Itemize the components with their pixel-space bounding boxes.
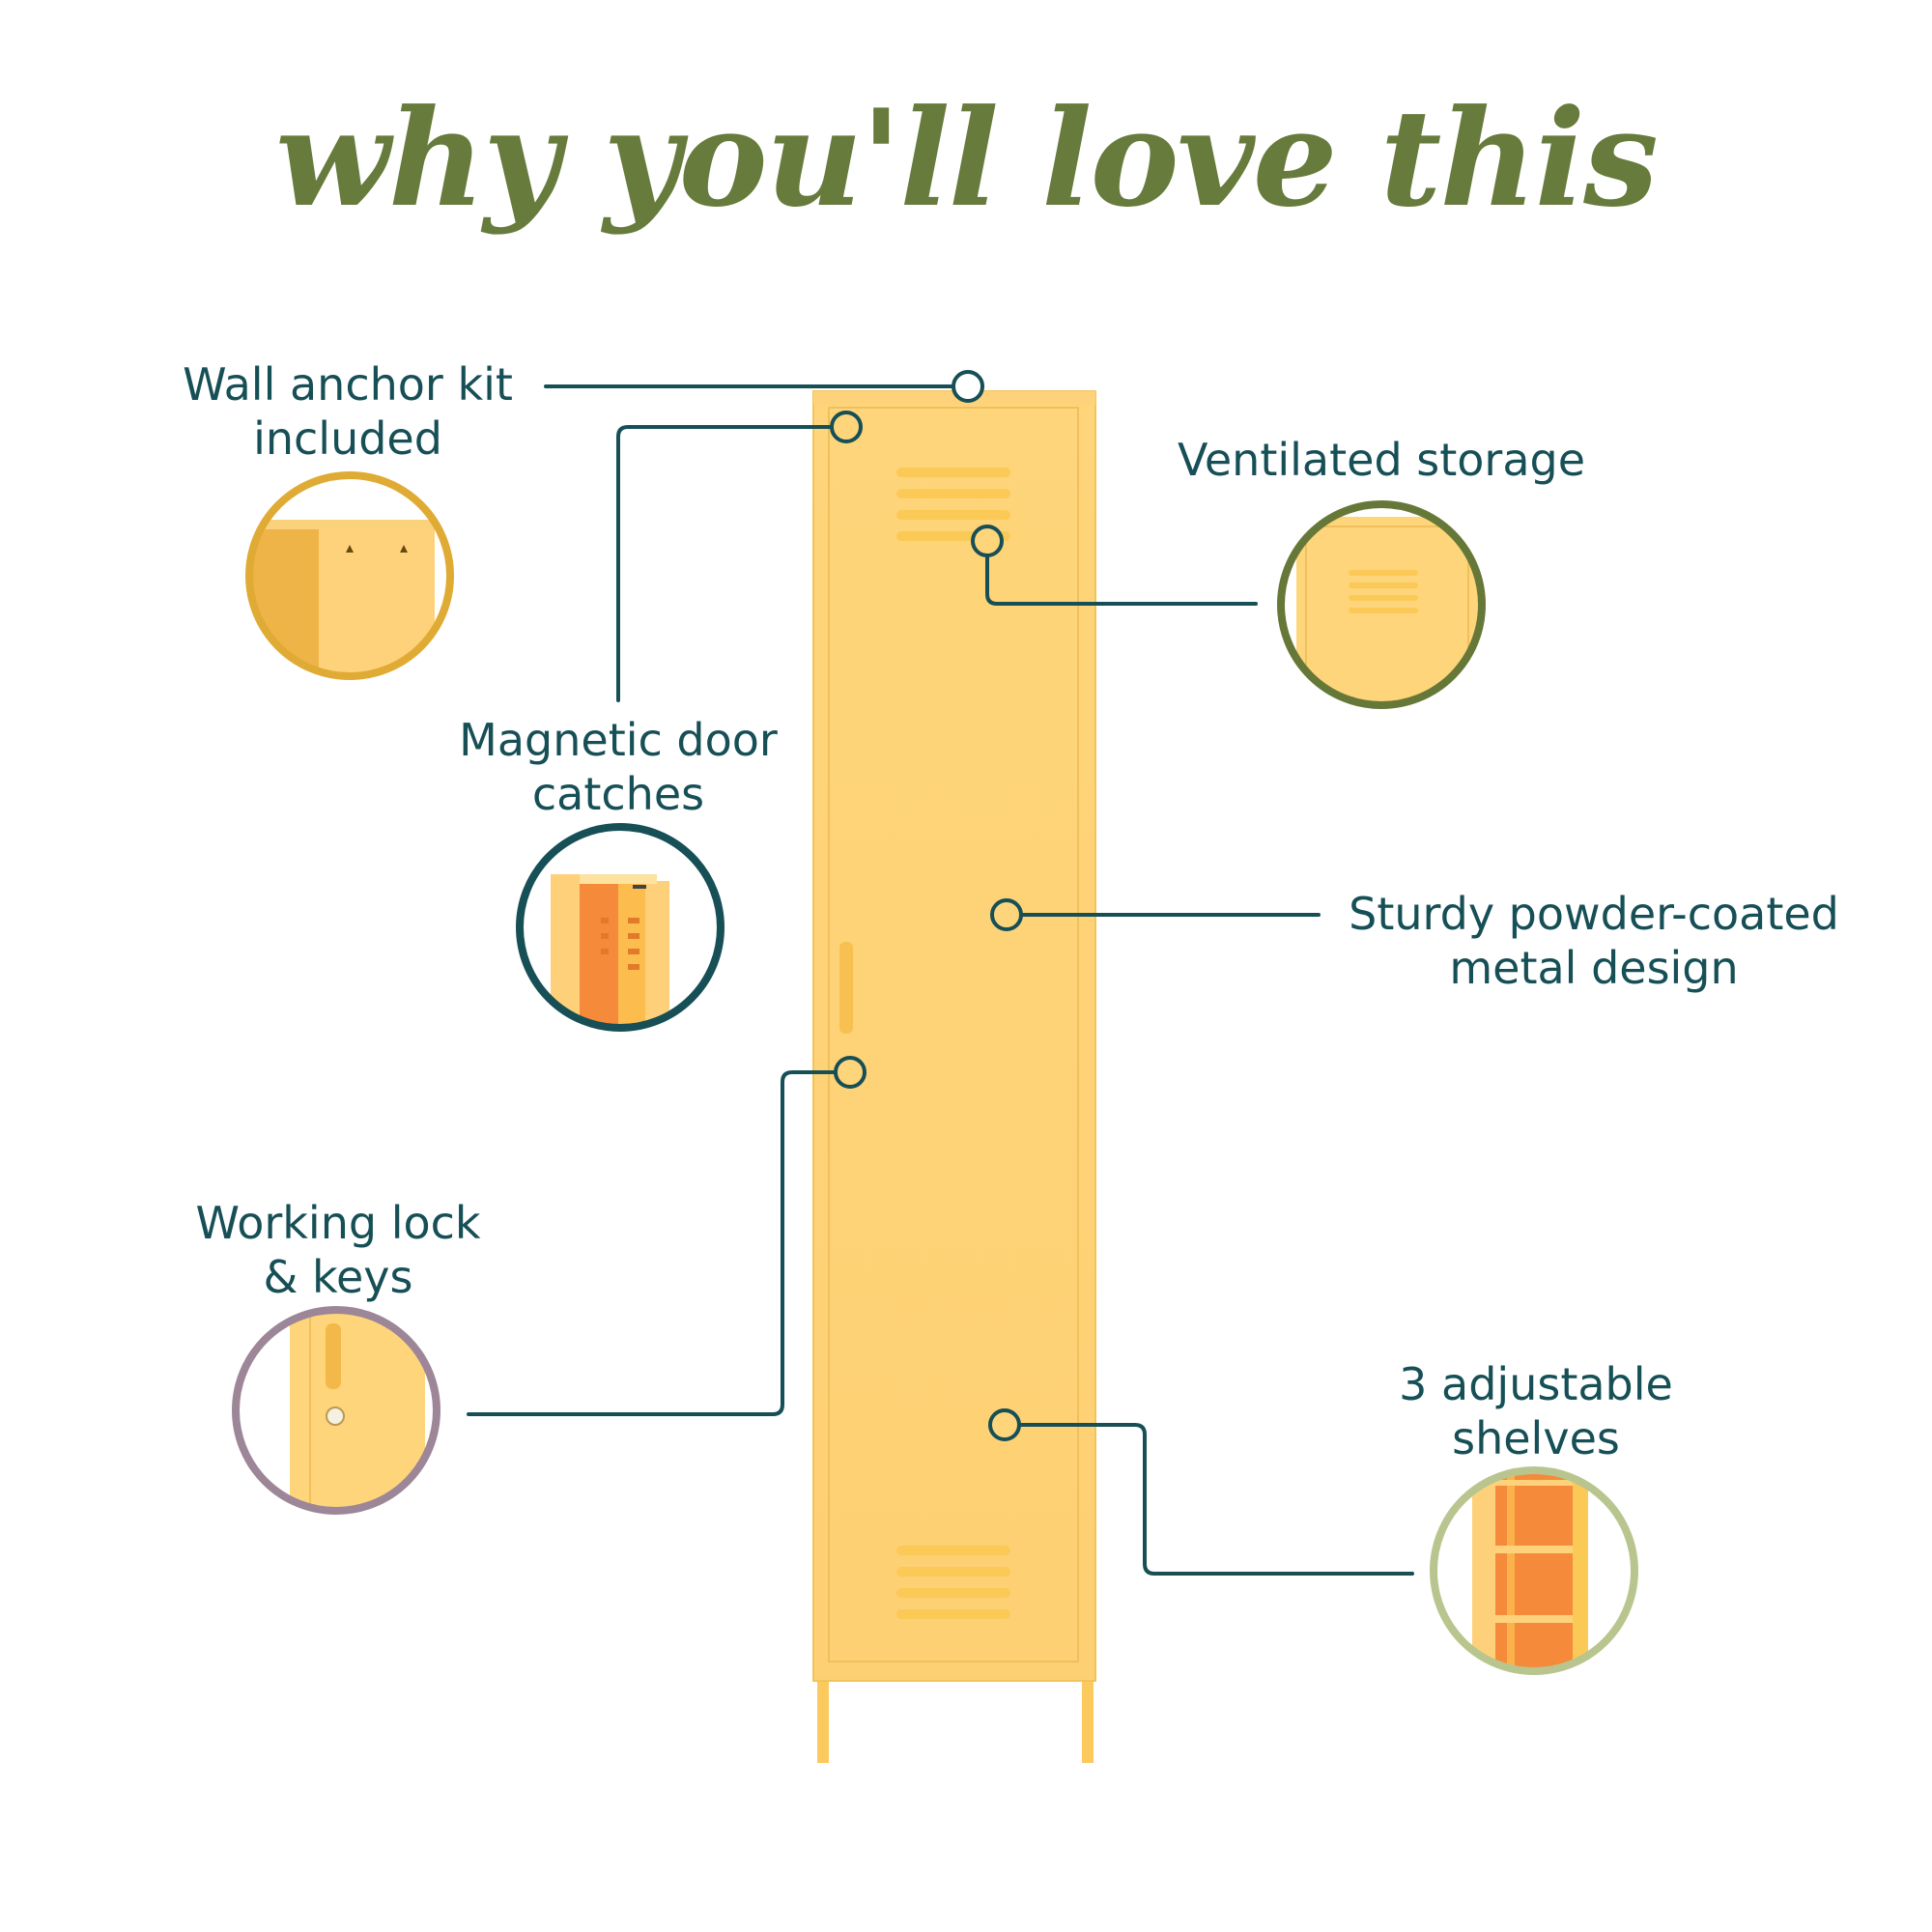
locker-leg-right [1082,1676,1094,1763]
locker [812,390,1096,1763]
locker-leg-left [817,1676,829,1763]
label-shelves: 3 adjustable shelves [1343,1357,1729,1465]
detail-lock [232,1306,440,1515]
hotspot-shelves[interactable] [988,1408,1021,1441]
ring-shelves [1430,1466,1638,1675]
label-shelves-line1: 3 adjustable [1399,1358,1673,1410]
hotspot-ventilated[interactable] [971,525,1004,557]
label-magnetic: Magnetic door catches [425,713,811,821]
ring-magnetic [516,823,724,1032]
label-wall-anchor-line2: included [253,412,442,465]
label-lock: Working lock & keys [145,1196,531,1304]
hotspot-wall-anchor[interactable] [952,370,984,403]
label-lock-line1: Working lock [195,1197,481,1249]
ring-wall-anchor [245,471,454,680]
connectors [467,384,1414,1576]
top-vent [896,468,1010,541]
hotspots [830,370,1023,1441]
connector-magnetic [616,425,833,702]
connector-ventilated [985,552,1258,606]
label-sturdy-line2: metal design [1449,942,1739,994]
label-wall-anchor-line1: Wall anchor kit [183,358,513,411]
headline: why you'll love this [275,79,1659,237]
label-magnetic-line2: catches [531,768,705,820]
detail-wall-anchor [245,471,454,680]
hotspot-sturdy[interactable] [990,898,1023,931]
hotspot-magnetic[interactable] [830,411,863,443]
label-sturdy-line1: Sturdy powder-coated [1349,888,1839,940]
detail-shelves [1430,1466,1638,1675]
locker-body [812,390,1096,1682]
connector-lock [467,1070,838,1416]
label-shelves-line2: shelves [1452,1412,1620,1464]
label-lock-line2: & keys [263,1251,413,1303]
label-magnetic-line1: Magnetic door [459,714,778,766]
label-wall-anchor: Wall anchor kit included [145,357,551,466]
bottom-vent [896,1546,1010,1619]
ring-lock [232,1306,440,1515]
label-ventilated-line1: Ventilated storage [1177,434,1586,486]
connector-shelves [1019,1423,1414,1576]
label-sturdy: Sturdy powder-coated metal design [1323,887,1864,995]
locker-handle [839,942,853,1034]
label-ventilated: Ventilated storage [1150,433,1613,487]
ring-ventilated [1277,500,1486,709]
detail-magnetic [516,823,724,1032]
locker-door [828,407,1079,1662]
detail-ventilated [1277,500,1486,709]
locker-top [813,391,1095,405]
hotspot-lock[interactable] [834,1056,867,1089]
